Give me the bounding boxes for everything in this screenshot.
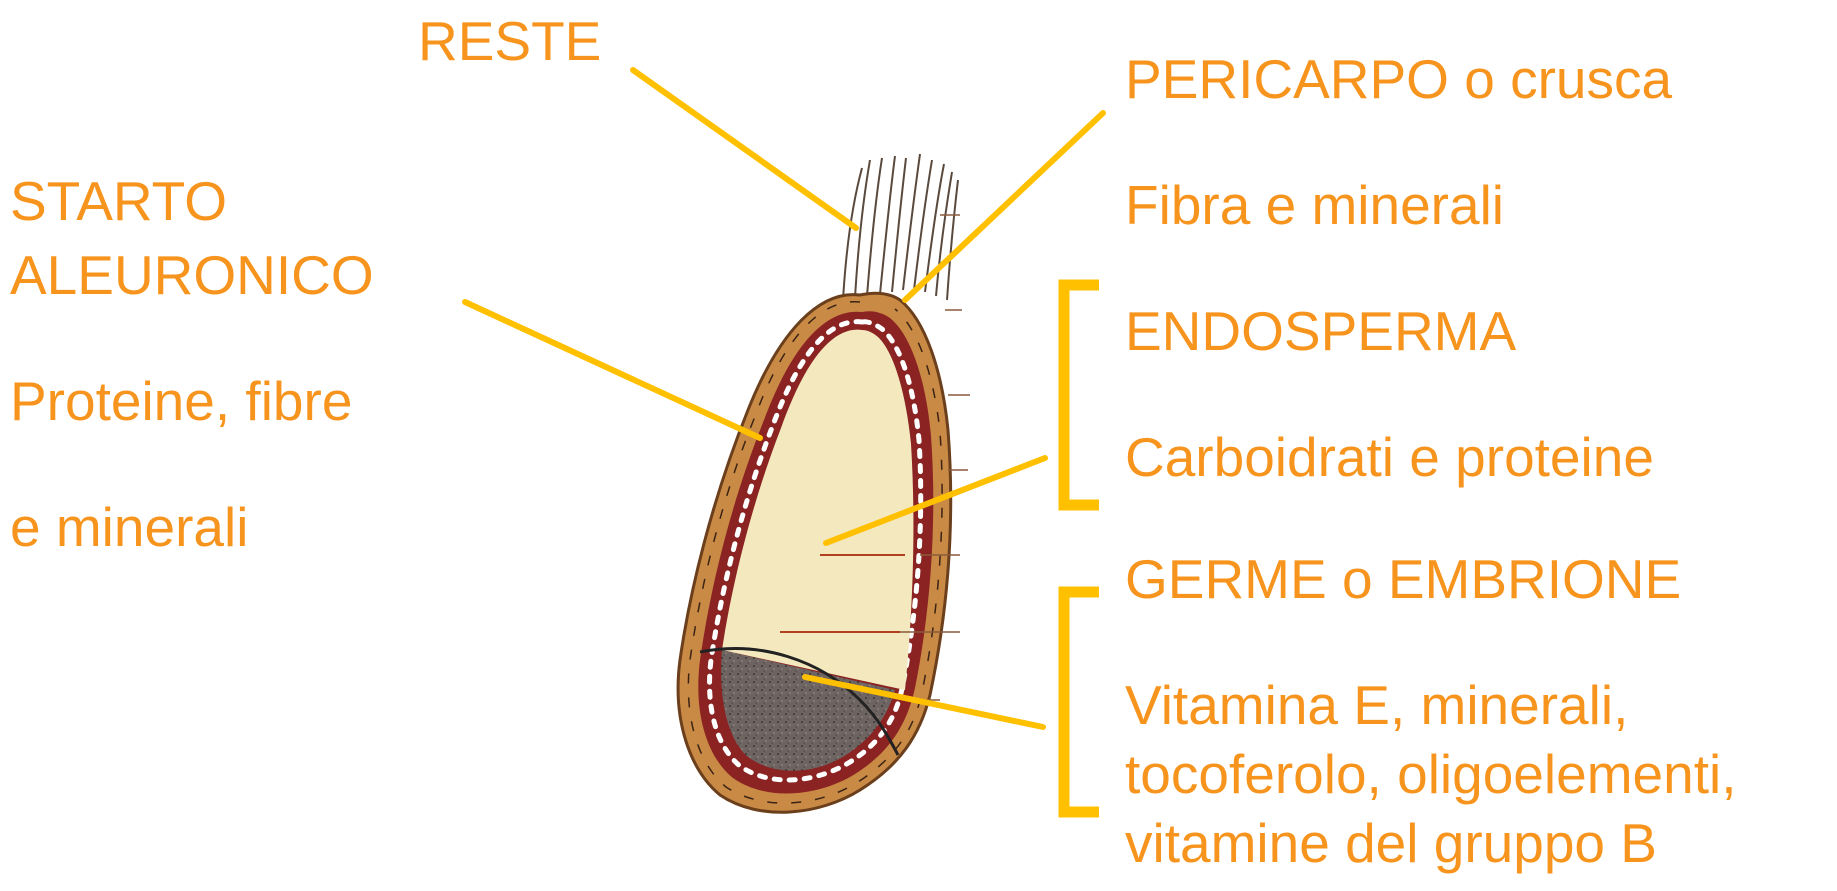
bracket-germe	[1064, 592, 1099, 812]
label-aleuronico-desc-2: e minerali	[10, 498, 248, 557]
label-endosperma-desc: Carboidrati e proteine	[1125, 428, 1654, 487]
label-aleuronico-desc-1: Proteine, fibre	[10, 372, 352, 431]
label-endosperma-title: ENDOSPERMA	[1125, 302, 1516, 361]
leader-aleuronico	[465, 302, 760, 438]
leader-pericarpo	[905, 113, 1103, 300]
leader-reste	[633, 70, 856, 228]
awns	[843, 154, 958, 300]
label-pericarpo-desc: Fibra e minerali	[1125, 176, 1504, 235]
label-germe-desc-3: vitamine del gruppo B	[1125, 814, 1657, 873]
label-germe-desc-1: Vitamina E, minerali,	[1125, 676, 1628, 735]
label-reste: RESTE	[418, 12, 601, 71]
label-pericarpo-title: PERICARPO o crusca	[1125, 50, 1672, 109]
label-aleuronico-title-2: ALEURONICO	[10, 246, 374, 305]
bracket-endosperma	[1064, 285, 1099, 505]
label-aleuronico-title-1: STARTO	[10, 172, 227, 231]
label-germe-desc-2: tocoferolo, oligoelementi,	[1125, 745, 1736, 804]
label-germe-title: GERME o EMBRIONE	[1125, 550, 1681, 609]
